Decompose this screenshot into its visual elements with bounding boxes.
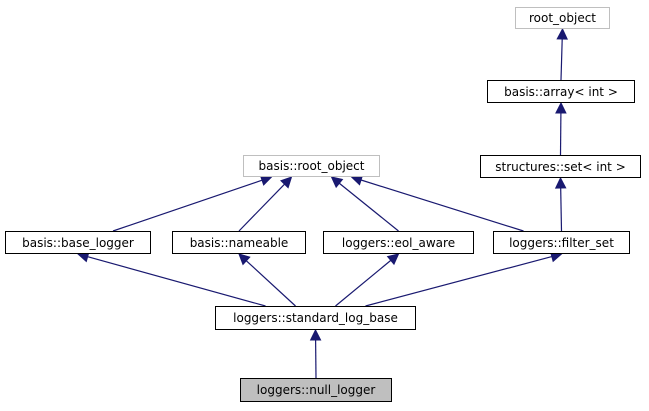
node-basis-root-object[interactable]: basis::root_object [243, 155, 380, 177]
edge-line-5 [338, 182, 399, 232]
node-basis-nameable[interactable]: basis::nameable [172, 231, 306, 254]
node-loggers-null-logger: loggers::null_logger [240, 378, 392, 402]
node-basis-array-int[interactable]: basis::array< int > [487, 80, 635, 103]
node-basis-base-logger[interactable]: basis::base_logger [5, 231, 151, 254]
edge-line-0 [560, 38, 563, 81]
node-label: loggers::filter_set [509, 235, 614, 250]
edge-arrowhead-11 [309, 328, 322, 341]
edge-line-8 [245, 260, 296, 307]
node-label: loggers::null_logger [256, 383, 376, 397]
edge-arrowhead-2 [554, 176, 567, 189]
node-label: basis::root_object [258, 159, 365, 173]
edge-line-9 [335, 259, 392, 307]
edge-arrowhead-1 [555, 101, 567, 114]
node-label: basis::base_logger [22, 235, 134, 250]
edge-line-3 [112, 179, 263, 232]
edge-line-6 [360, 179, 524, 232]
edge-arrowhead-8 [238, 253, 251, 266]
edge-arrowhead-9 [386, 253, 400, 266]
edge-line-4 [238, 183, 285, 232]
node-label: structures::set< int > [495, 159, 626, 174]
node-label: loggers::eol_aware [341, 235, 456, 250]
node-structures-set-int[interactable]: structures::set< int > [480, 155, 641, 178]
node-loggers-standard-log-base[interactable]: loggers::standard_log_base [215, 306, 416, 330]
edge-arrowhead-5 [330, 176, 344, 189]
node-loggers-eol-aware[interactable]: loggers::eol_aware [323, 231, 474, 254]
node-label: basis::array< int > [504, 84, 618, 99]
node-label: loggers::standard_log_base [233, 311, 398, 325]
node-loggers-filter-set[interactable]: loggers::filter_set [493, 231, 630, 254]
edge-line-7 [87, 256, 266, 307]
node-label: root_object [528, 11, 597, 25]
node-root-object[interactable]: root_object [515, 7, 610, 29]
node-label: basis::nameable [189, 235, 289, 250]
edge-arrowhead-4 [280, 176, 293, 189]
edge-arrowhead-0 [556, 27, 568, 40]
edge-line-2 [560, 187, 563, 232]
edge-line-10 [365, 255, 552, 307]
